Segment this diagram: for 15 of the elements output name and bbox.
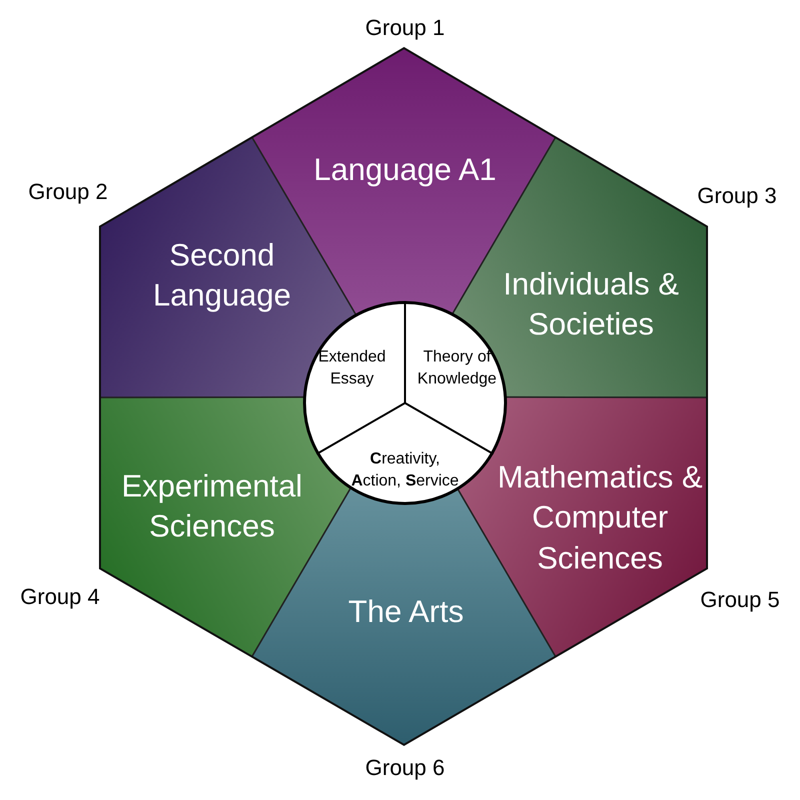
- subject-label: Experimental Sciences: [102, 466, 322, 548]
- core-label: Extended Essay: [307, 346, 397, 390]
- subject-label: Mathematics & Computer Sciences: [485, 458, 715, 578]
- subject-label: Language A1: [285, 150, 525, 190]
- core-label: Theory of Knowledge: [415, 346, 499, 390]
- subject-label: Second Language: [127, 236, 317, 316]
- subject-label: The Arts: [306, 592, 506, 632]
- group-label: Group 1: [365, 15, 445, 41]
- subject-label: Individuals & Societies: [476, 264, 706, 346]
- group-label: Group 6: [365, 755, 445, 781]
- group-label: Group 2: [28, 179, 108, 205]
- core-label: Creativity, Action, Service: [350, 448, 460, 492]
- group-label: Group 3: [697, 183, 777, 209]
- group-label: Group 4: [20, 584, 100, 610]
- group-label: Group 5: [700, 587, 780, 613]
